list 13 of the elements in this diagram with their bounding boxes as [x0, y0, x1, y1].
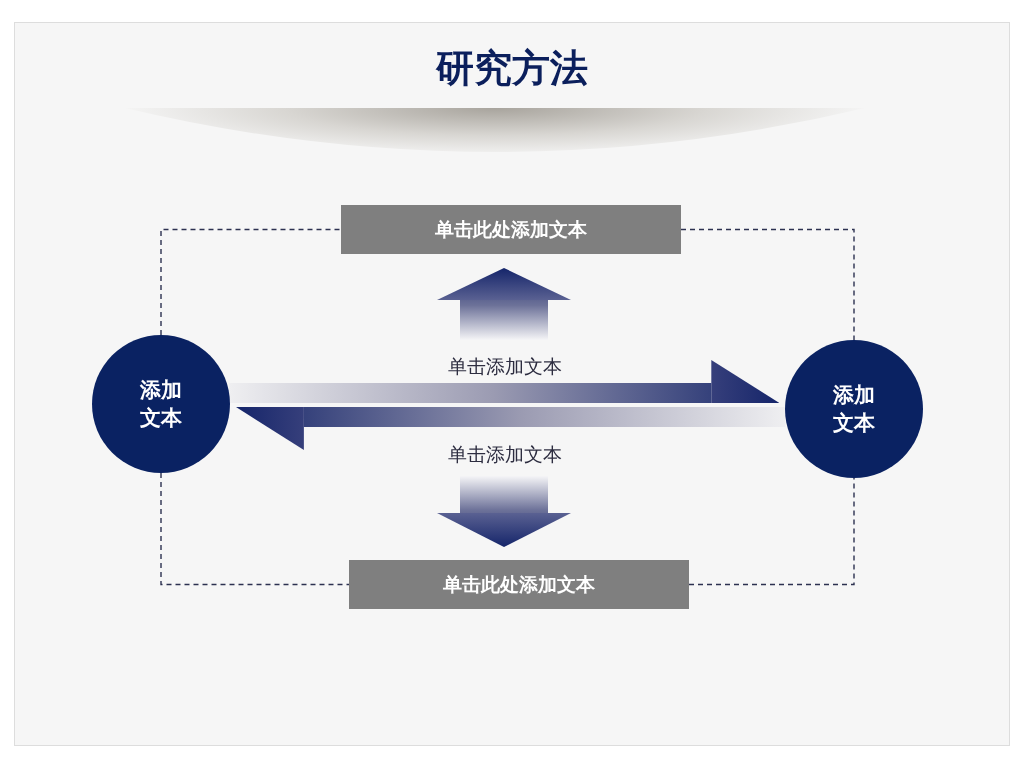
edge-label: 单击添加文本 [448, 442, 562, 466]
text-box: 单击此处添加文本 [341, 205, 681, 254]
dashed-connector [688, 477, 855, 586]
block-arrow [437, 476, 571, 547]
text-box: 单击此处添加文本 [349, 560, 689, 609]
dashed-connector [160, 228, 342, 336]
block-arrow [437, 268, 571, 340]
edge-label: 单击添加文本 [448, 354, 562, 378]
dashed-connector [160, 472, 350, 586]
title: 研究方法 [436, 45, 588, 92]
block-arrow [229, 360, 780, 403]
block-arrow [235, 407, 786, 450]
dashed-connector [680, 228, 855, 341]
